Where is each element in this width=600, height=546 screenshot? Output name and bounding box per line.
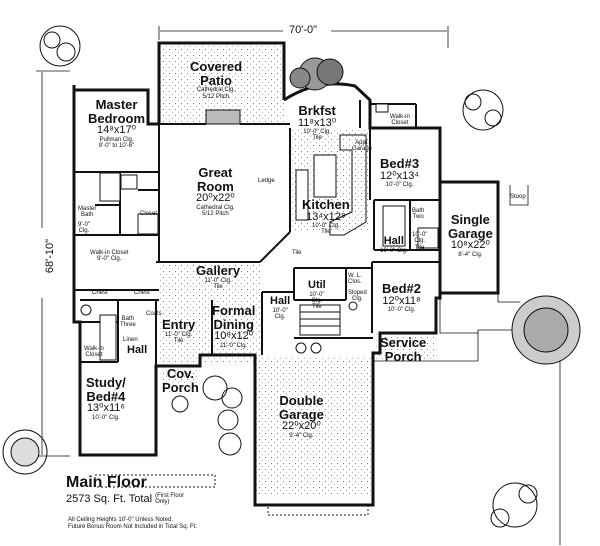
room-name: Hall [127, 344, 148, 356]
label-linen: Linen [123, 337, 138, 343]
room-entry: Entry 11'-0" Clg. Tile [162, 318, 195, 344]
label-appl-garage: Appl. Garage [352, 140, 373, 153]
room-cov-porch: Cov. Porch [162, 367, 199, 394]
room-note: 10'-0" Clg. Tile [309, 291, 325, 311]
room-note: Cathedral Clg. 5/12 Pitch [196, 87, 236, 100]
room-name: Single Garage [448, 212, 493, 241]
room-dims: 10⁸x22⁰ [450, 239, 490, 252]
note-bonus: Future Bonus Room Not Included in Total … [68, 524, 197, 531]
room-name: Entry [162, 317, 196, 332]
room-name: Study/ Bed#4 [86, 375, 126, 404]
label-bath-two-clg: 10'-0" Clg. Tile [412, 232, 428, 251]
room-master-bedroom: Master Bedroom 14⁸x17⁰ Pullman Clg. 9'-0… [88, 97, 146, 150]
square-footage: 2573 Sq. Ft. Total (First Floor Only) [66, 493, 184, 505]
label-walkin-closet: Walk-in Closet 9'-0" Clg. [90, 250, 129, 263]
room-service-porch: Service Porch [380, 336, 426, 363]
fixtures [80, 103, 439, 361]
room-name: Brkfst [298, 103, 336, 118]
label-walkin-small: Walk-in Closet [84, 346, 104, 359]
room-name: Master Bedroom [88, 97, 146, 126]
room-note: 11'-0" Clg. Tile [165, 331, 193, 344]
room-dims: 12⁰x11⁸ [382, 294, 421, 307]
overall-width-dimension [158, 26, 449, 48]
room-note: 10'-0" Clg. Tile [312, 223, 340, 236]
overall-depth-label: 68'-10" [44, 238, 56, 274]
room-hall-left: Hall [127, 344, 148, 357]
label-tile: Tile [292, 250, 302, 256]
room-great-room: Great Room 20⁰x22⁰ Cathedral Clg. 5/12 P… [196, 165, 235, 218]
room-brkfst: Brkfst 11⁸x13⁰ 10'-0" Clg. Tile [298, 104, 336, 142]
room-dims: 22⁰x20⁰ [282, 420, 321, 433]
room-single-garage: Single Garage 10⁸x22⁰ 8'-4" Clg. [448, 213, 493, 258]
room-note: Pullman Clg. 9'-0" to 10'-6" [98, 136, 135, 150]
room-name: Bed#2 [382, 281, 422, 296]
shrubs [2, 25, 581, 528]
label-bath-clg: 9'-0" Clg. [78, 222, 90, 235]
label-walkin-bed3: Walk-in Closet [390, 114, 410, 127]
room-study-bed-4: Study/ Bed#4 13⁰x11⁶ 10'-0" Clg. [86, 376, 126, 421]
room-double-garage: Double Garage 22⁰x20⁰ 9'-4" Clg. [279, 394, 324, 439]
label-master-bath: Master Bath [78, 206, 97, 219]
room-dims: 12⁰x13⁴ [380, 169, 420, 182]
room-bed-2: Bed#2 12⁰x11⁸ 10'-0" Clg. [382, 282, 421, 313]
room-note: 10'-0" Clg. [380, 247, 408, 254]
room-hall-right: Hall 10'-0" Clg. [380, 235, 408, 254]
room-note: 10'-0" Clg. [92, 414, 120, 421]
label-coats: Coats [146, 311, 162, 317]
room-name: Formal Dining [212, 303, 256, 332]
room-note: 10'-0" Clg. [385, 182, 414, 189]
room-dims: 10⁸x12⁰ [214, 330, 254, 343]
room-name: Hall [383, 235, 404, 247]
room-formal-dining: Formal Dining 10⁸x12⁰ 11'-0" Clg. [212, 304, 255, 349]
plan-notes: All Ceiling Heights 10'-0" Unless Noted.… [68, 517, 197, 531]
room-dims: 13⁴x12⁸ [306, 210, 346, 223]
room-note: 10'-0" Clg. Tile [303, 129, 331, 142]
plan-title: Main Floor [66, 474, 147, 491]
label-bath-two: Bath Two [412, 208, 425, 221]
label-sloped-clg: Sloped Clg. [348, 290, 367, 303]
label-chest-1: Chest [92, 290, 108, 296]
room-dims: 13⁰x11⁶ [86, 402, 125, 415]
label-bath-three: Bath Three [120, 316, 136, 329]
room-gallery: Gallery 11'-0" Clg. Tile [196, 264, 240, 290]
room-bed-3: Bed#3 12⁰x13⁴ 10'-0" Clg. [380, 157, 419, 188]
room-name: Kitchen [302, 197, 350, 212]
room-note: 8'-4" Clg. [458, 251, 483, 258]
room-note: 11'-0" Clg. [220, 342, 248, 349]
room-note: 10'-0" Clg. [272, 307, 288, 320]
label-ledge: Ledge [258, 178, 275, 184]
sqft-note: (First Floor Only) [155, 493, 185, 505]
room-util: Util 10'-0" Clg. Tile [308, 279, 326, 311]
room-kitchen: Kitchen 13⁴x12⁸ 10'-0" Clg. Tile [302, 198, 350, 236]
room-covered-patio: Covered Patio Cathedral Clg. 5/12 Pitch [190, 60, 242, 100]
room-name: Service Porch [380, 335, 427, 364]
overall-depth-dimension [36, 70, 70, 457]
room-dims: 14⁸x17⁰ [97, 124, 137, 137]
overall-width-label: 70'-0" [289, 24, 318, 36]
title-block: Main Floor 2573 Sq. Ft. Total (First Flo… [66, 474, 184, 505]
room-dims: 20⁰x22⁰ [196, 192, 235, 205]
room-hall-small: Hall 10'-0" Clg. [270, 295, 291, 320]
room-name: Double Garage [279, 393, 324, 422]
room-note: Cathedral Clg. 5/12 Pitch [196, 204, 235, 218]
room-name: Covered Patio [190, 59, 243, 88]
room-dims: 11⁸x13⁰ [298, 116, 337, 129]
room-name: Hall [270, 295, 291, 307]
room-note: 10'-0" Clg. [387, 307, 416, 314]
room-note: 9'-4" Clg. [289, 432, 314, 439]
label-stoop: Stoop [510, 194, 526, 200]
room-note: 11'-0" Clg. Tile [204, 277, 232, 290]
driveway [374, 185, 561, 545]
room-name: Great Room [196, 165, 234, 194]
room-name: Gallery [196, 263, 241, 278]
label-closet: Closet [140, 211, 158, 217]
sqft-total: 2573 Sq. Ft. Total [66, 493, 153, 505]
note-ceiling: All Ceiling Heights 10'-0" Unless Noted. [68, 517, 173, 523]
label-wl-clos: W. L. Clos. [348, 273, 362, 286]
room-name: Bed#3 [380, 156, 420, 171]
room-name: Cov. Porch [162, 366, 199, 395]
label-chest-2: Chest [134, 290, 150, 296]
room-name: Util [308, 279, 326, 291]
